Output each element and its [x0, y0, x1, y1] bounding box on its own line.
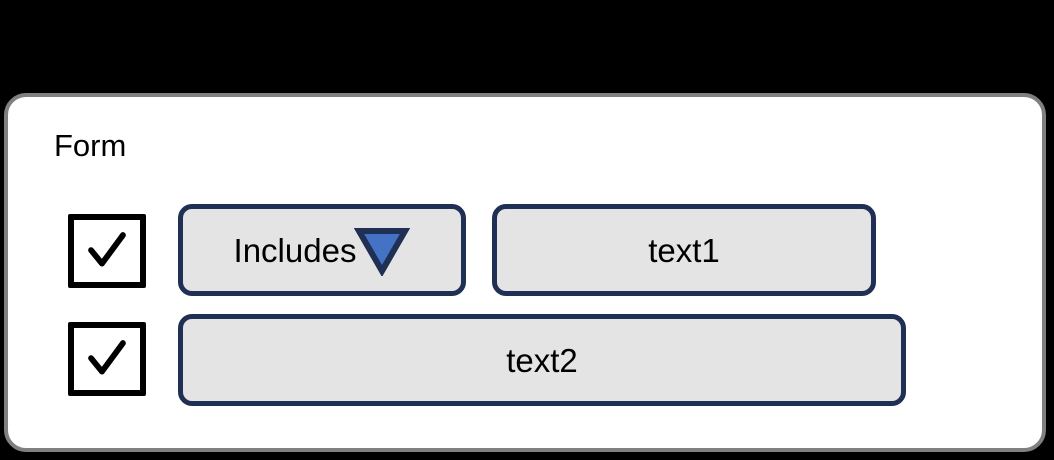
triangle-down-icon[interactable] [354, 224, 411, 276]
condition-dropdown[interactable]: Includes [178, 204, 466, 296]
row-1-checkbox[interactable] [68, 214, 146, 288]
dropdown-content: Includes [234, 224, 411, 276]
text1-field[interactable]: text1 [492, 204, 876, 296]
check-icon [88, 232, 126, 267]
text2-field[interactable]: text2 [178, 314, 906, 406]
dropdown-selected-value: Includes [233, 231, 357, 269]
check-icon [88, 340, 126, 375]
page-title: Form [54, 128, 127, 163]
row-2-checkbox[interactable] [68, 322, 146, 396]
